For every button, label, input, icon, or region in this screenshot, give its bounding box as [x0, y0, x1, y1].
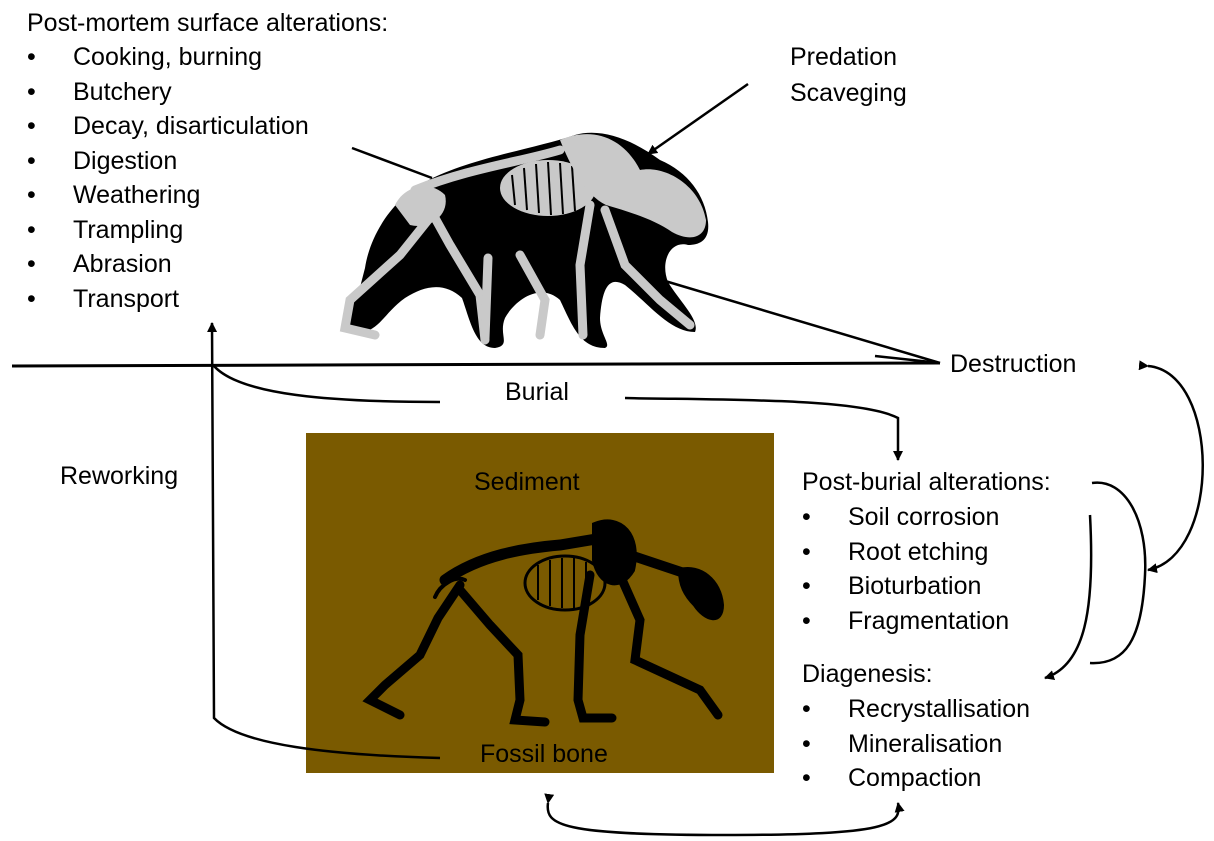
surface-alterations-heading: Post-mortem surface alterations: — [27, 6, 388, 40]
sediment-label: Sediment — [474, 465, 580, 499]
destruction-label: Destruction — [950, 347, 1076, 381]
diagenesis-heading: Diagenesis: — [802, 657, 933, 691]
arrow-destruction-limb — [655, 278, 940, 363]
arrow-fossil-diagenesis — [548, 803, 899, 835]
bracket-postburial — [1090, 483, 1145, 664]
predation-label: Predation — [790, 40, 897, 74]
arrow-destruction-postburial — [1148, 366, 1203, 570]
burial-label: Burial — [505, 375, 569, 409]
post-burial-heading: Post-burial alterations: — [802, 465, 1051, 499]
pointer-decay — [352, 148, 432, 178]
reworking-label: Reworking — [60, 459, 178, 493]
fossil-bone-label: Fossil bone — [480, 737, 608, 771]
arrow-postburial-diagenesis — [1045, 515, 1091, 678]
scavenging-label: Scaveging — [790, 76, 907, 110]
connector-burial-left — [214, 366, 440, 402]
arrow-predation — [648, 84, 748, 154]
ground-line — [12, 363, 940, 366]
